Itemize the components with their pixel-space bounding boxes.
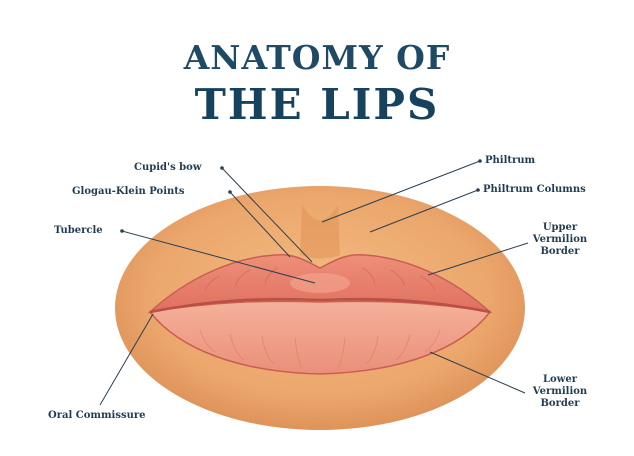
dot-philtrum (478, 159, 482, 163)
label-tubercle: Tubercle (54, 225, 103, 237)
label-lower-vermilion-line2: Vermilion (524, 386, 596, 398)
dot-glogau-klein (228, 190, 232, 194)
label-philtrum: Philtrum (485, 155, 535, 167)
dot-philtrum-columns (476, 188, 480, 192)
label-upper-vermilion-line3: Border (524, 246, 596, 258)
label-oral-commissure: Oral Commissure (48, 410, 146, 422)
label-lower-vermilion-line3: Border (524, 398, 596, 410)
tubercle-highlight (290, 273, 350, 293)
dot-cupids-bow (220, 166, 224, 170)
title-line-2: THE LIPS (0, 80, 634, 129)
label-glogau-klein: Glogau-Klein Points (72, 186, 185, 198)
label-upper-vermilion-line1: Upper (524, 222, 596, 234)
label-upper-vermilion: Upper Vermilion Border (524, 222, 596, 258)
label-philtrum-columns: Philtrum Columns (483, 184, 586, 196)
title-line-1: ANATOMY OF (0, 38, 634, 77)
label-lower-vermilion: Lower Vermilion Border (524, 374, 596, 410)
label-lower-vermilion-line1: Lower (524, 374, 596, 386)
label-cupids-bow: Cupid's bow (134, 162, 201, 174)
label-upper-vermilion-line2: Vermilion (524, 234, 596, 246)
dot-tubercle (120, 229, 124, 233)
